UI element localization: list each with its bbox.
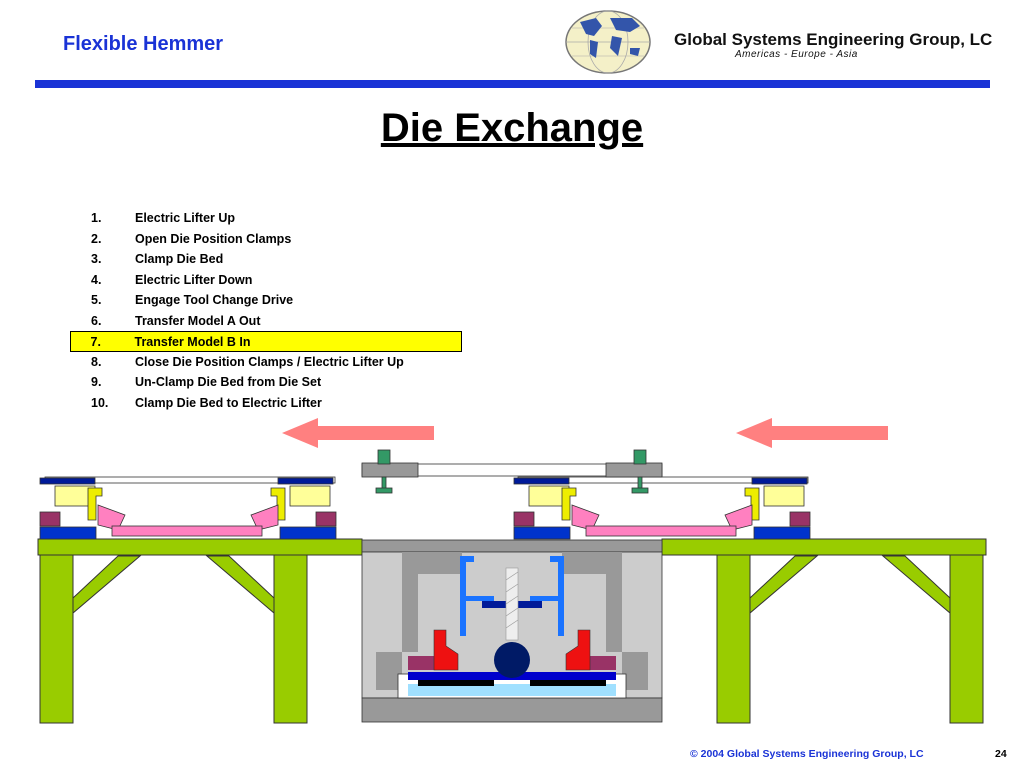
company-logo: Global Systems Engineering Group, LC Ame… [560, 8, 992, 76]
die-set-model-a [39, 476, 337, 540]
step-number: 8. [91, 354, 102, 369]
header-divider [35, 80, 990, 88]
step-number: 5. [91, 293, 102, 307]
slide-title: Die Exchange [380, 106, 644, 150]
step-text: Clamp Die Bed to Electric Lifter [135, 395, 322, 410]
step-number: 7. [90, 335, 101, 349]
right-transfer-table [661, 538, 987, 724]
step-item: 10. Clamp Die Bed to Electric Lifter [70, 393, 462, 414]
step-item: 2. Open Die Position Clamps [70, 229, 462, 250]
logo-tagline: Americas - Europe - Asia [735, 49, 858, 60]
step-number: 1. [91, 211, 102, 225]
die-set-model-b [513, 476, 811, 540]
step-number: 6. [91, 313, 102, 328]
hemmer-upper-rail [361, 449, 663, 494]
arrow-left-icon [736, 418, 888, 448]
step-item: 9. Un-Clamp Die Bed from Die Set [70, 372, 462, 393]
step-text: Un-Clamp Die Bed from Die Set [135, 375, 322, 389]
arrow-left-icon [282, 418, 434, 448]
step-list: 1. Electric Lifter Up 2. Open Die Position… [70, 208, 462, 413]
step-item: 6. Transfer Model A Out [70, 311, 462, 332]
step-number: 9. [91, 375, 102, 389]
step-item: 4. Electric Lifter Down [70, 270, 462, 291]
header-title: Flexible Hemmer [63, 33, 224, 55]
step-text: Transfer Model B In [134, 335, 251, 349]
step-item-highlighted: 7. Transfer Model B In [70, 331, 462, 352]
step-number: 3. [91, 252, 102, 266]
step-item: 8. Close Die Position Clamps / Electric L… [70, 352, 462, 373]
page-number: 24 [995, 748, 1007, 760]
step-text: Electric Lifter Down [135, 272, 253, 287]
step-text: Clamp Die Bed [135, 252, 224, 266]
step-number: 2. [91, 231, 102, 246]
step-item: 3. Clamp Die Bed [70, 249, 462, 270]
step-item: 5. Engage Tool Change Drive [70, 290, 462, 311]
step-number: 4. [91, 272, 102, 287]
step-text: Engage Tool Change Drive [135, 293, 294, 307]
left-transfer-table [37, 538, 363, 724]
step-text: Close Die Position Clamps / Electric Lif… [135, 354, 404, 369]
step-text: Transfer Model A Out [135, 313, 261, 328]
step-text: Electric Lifter Up [135, 211, 236, 225]
step-item: 1. Electric Lifter Up [70, 208, 462, 229]
step-number: 10. [91, 395, 109, 410]
footer-copyright: © 2004 Global Systems Engineering Group,… [690, 748, 924, 760]
logo-company-name: Global Systems Engineering Group, LC [674, 30, 993, 49]
electric-lifter [433, 556, 591, 678]
globe-icon [565, 10, 651, 74]
step-text: Open Die Position Clamps [135, 231, 292, 246]
